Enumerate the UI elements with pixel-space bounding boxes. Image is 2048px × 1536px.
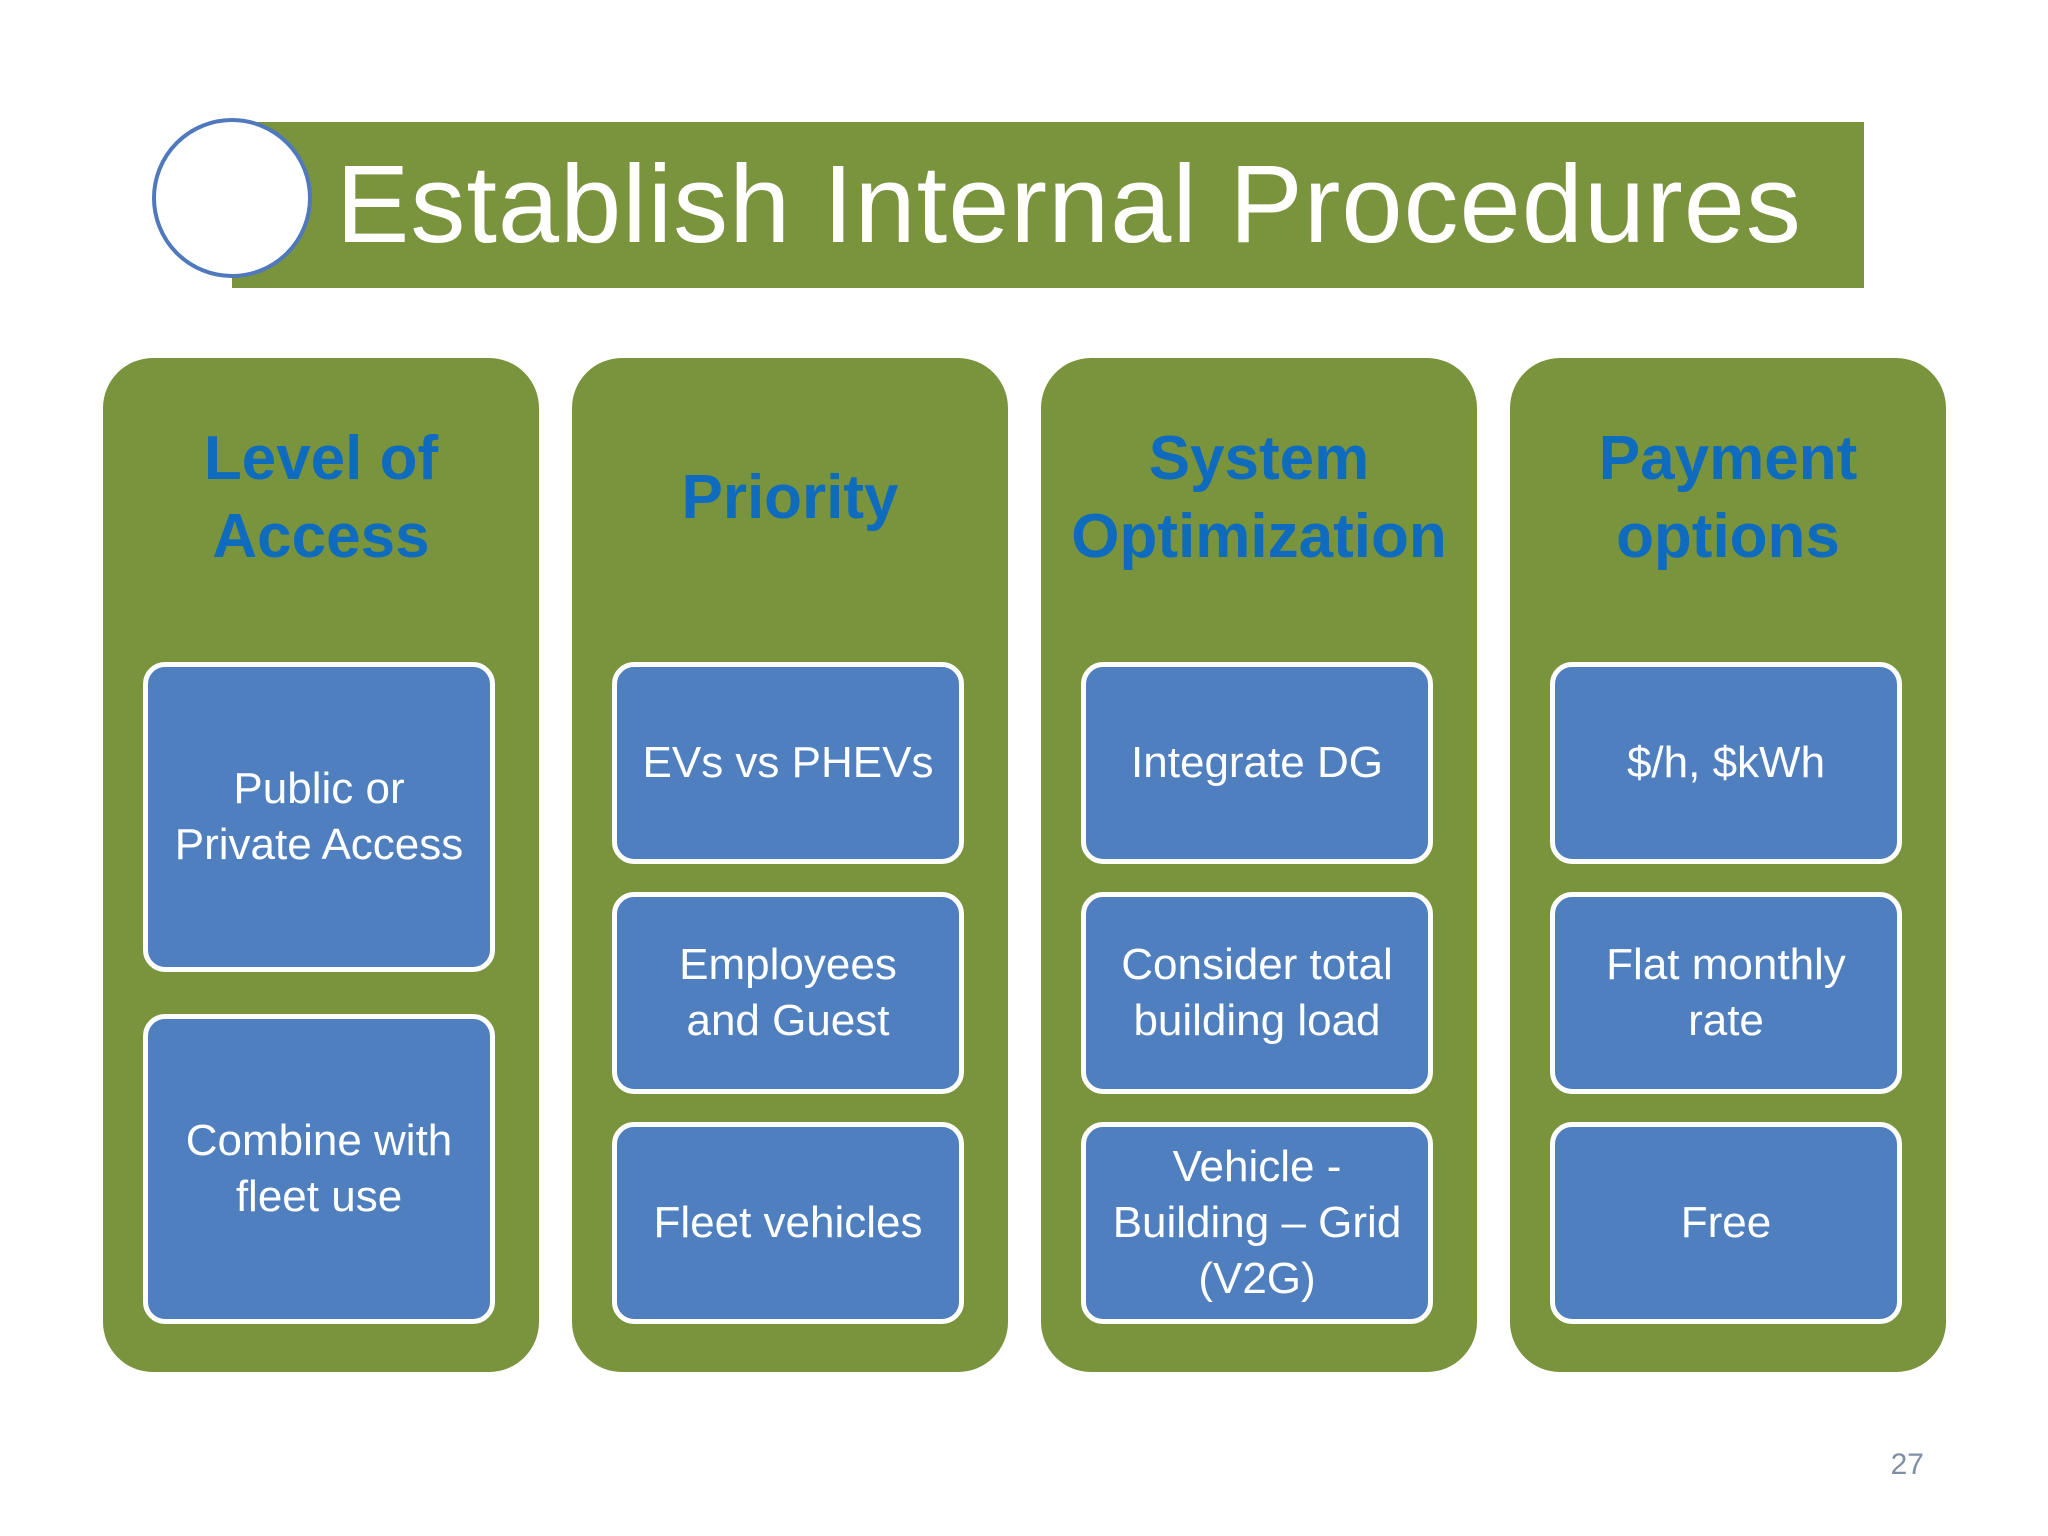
item-box: Employees and Guest bbox=[612, 892, 964, 1094]
column-payment-options: Payment options $/h, $kWh Flat monthly r… bbox=[1510, 358, 1946, 1372]
column-heading: Priority bbox=[572, 418, 1008, 578]
item-box: Free bbox=[1550, 1122, 1902, 1324]
item-box: Combine with fleet use bbox=[143, 1014, 495, 1324]
column-system-optimization: System Optimization Integrate DG Conside… bbox=[1041, 358, 1477, 1372]
item-box: Consider total building load bbox=[1081, 892, 1433, 1094]
item-box: Public or Private Access bbox=[143, 662, 495, 972]
column-heading: Payment options bbox=[1510, 418, 1946, 578]
column-heading: Level of Access bbox=[103, 418, 539, 578]
item-box: Integrate DG bbox=[1081, 662, 1433, 864]
title-bar: Establish Internal Procedures bbox=[232, 122, 1864, 288]
column-heading-text: Level of Access bbox=[203, 424, 439, 571]
item-box: EVs vs PHEVs bbox=[612, 662, 964, 864]
column-level-of-access: Level of Access Public or Private Access… bbox=[103, 358, 539, 1372]
column-priority: Priority EVs vs PHEVs Employees and Gues… bbox=[572, 358, 1008, 1372]
column-heading-text: System Optimization bbox=[1071, 424, 1447, 571]
title-circle-decoration bbox=[152, 118, 312, 278]
item-box: Flat monthly rate bbox=[1550, 892, 1902, 1094]
page-number: 27 bbox=[1890, 1448, 1924, 1481]
column-heading: System Optimization bbox=[1041, 418, 1477, 578]
item-box: Fleet vehicles bbox=[612, 1122, 964, 1324]
column-heading-text: Payment options bbox=[1598, 424, 1858, 571]
item-box: Vehicle - Building – Grid (V2G) bbox=[1081, 1122, 1433, 1324]
slide-title: Establish Internal Procedures bbox=[336, 143, 1802, 266]
item-box: $/h, $kWh bbox=[1550, 662, 1902, 864]
column-heading-text: Priority bbox=[681, 463, 899, 532]
